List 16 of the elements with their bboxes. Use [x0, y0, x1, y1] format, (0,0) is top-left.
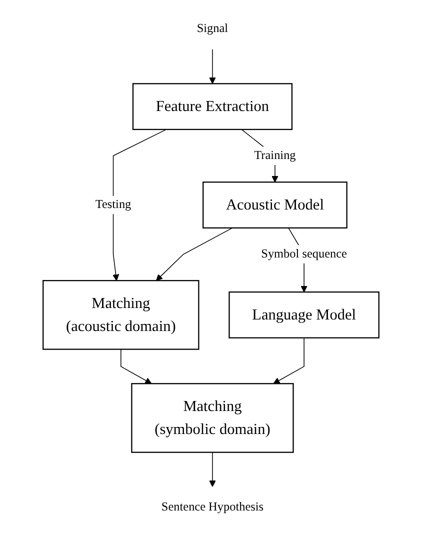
node-box: Feature Extraction — [132, 83, 293, 130]
edge-label: Training — [254, 148, 296, 162]
edge-label: Testing — [95, 198, 132, 212]
node-box: Matching (symbolic domain) — [131, 383, 294, 453]
arrow — [209, 48, 216, 84]
arrow — [120, 348, 152, 384]
node-box: Language Model — [228, 291, 380, 338]
node-text: Sentence Hypothesis — [161, 500, 264, 514]
node-box: Acoustic Model — [202, 182, 348, 228]
arrow — [273, 337, 304, 384]
edge-label: Symbol sequence — [261, 247, 347, 260]
node-text: Signal — [196, 22, 228, 35]
arrow — [112, 129, 167, 281]
arrow — [156, 228, 233, 281]
node-box: Matching (acoustic domain) — [42, 280, 200, 350]
arrow — [209, 452, 216, 487]
